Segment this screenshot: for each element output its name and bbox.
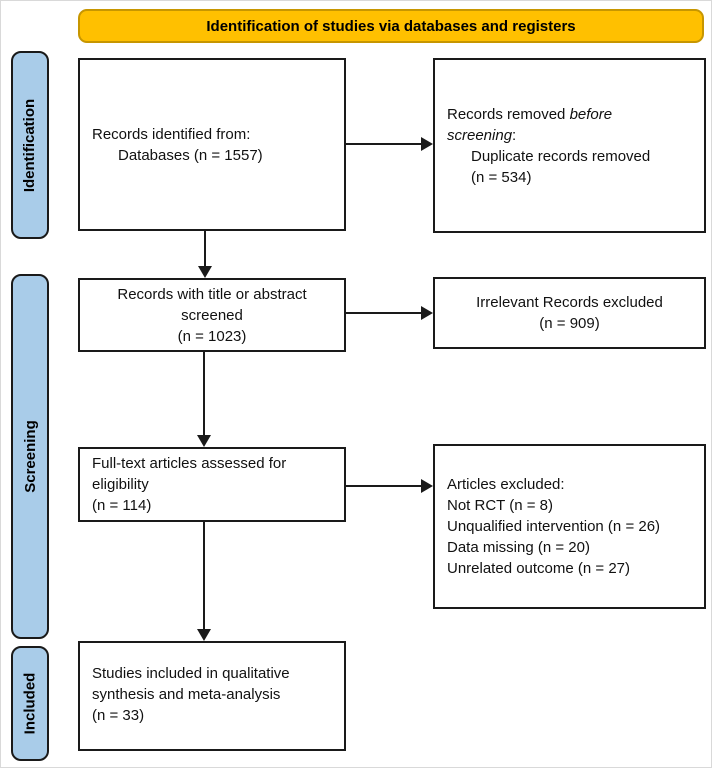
- records-removed-line2: screening:: [447, 126, 517, 144]
- arrow-right-head-icon: [421, 137, 433, 151]
- fulltext-assessed-line3: (n = 114): [92, 497, 152, 514]
- records-removed-italic2: screening: [447, 126, 513, 144]
- diagram-title-banner: Identification of studies via databases …: [78, 9, 704, 43]
- studies-included-line1: Studies included in qualitative: [92, 665, 290, 682]
- diagram-title: Identification of studies via databases …: [206, 17, 576, 35]
- arrow-identified-to-removed: [346, 137, 433, 151]
- arrow-line: [204, 231, 206, 269]
- box-records-removed: Records removed before screening: Duplic…: [433, 58, 706, 233]
- arrow-line: [203, 352, 205, 438]
- arrow-fulltext-to-included: [197, 522, 211, 641]
- stage-label-included-text: Included: [21, 672, 39, 735]
- arrow-identified-to-screened: [198, 231, 212, 278]
- studies-included-line2: synthesis and meta-analysis: [92, 686, 281, 703]
- box-irrelevant-excluded: Irrelevant Records excluded (n = 909): [433, 277, 706, 349]
- box-fulltext-assessed: Full-text articles assessed for eligibil…: [78, 447, 346, 522]
- arrow-line: [346, 485, 424, 487]
- stage-label-screening: Screening: [11, 274, 49, 639]
- articles-excluded-item: Not RCT (n = 8): [447, 497, 554, 514]
- box-records-identified: Records identified from: Databases (n = …: [78, 58, 346, 231]
- fulltext-assessed-line1: Full-text articles assessed for: [92, 455, 287, 472]
- articles-excluded-item: Unrelated outcome (n = 27): [447, 560, 631, 577]
- arrow-down-head-icon: [197, 629, 211, 641]
- box-articles-excluded: Articles excluded: Not RCT (n = 8) Unqua…: [433, 444, 706, 609]
- records-screened-line3: (n = 1023): [177, 327, 247, 345]
- articles-excluded-item: Unqualified intervention (n = 26): [447, 518, 661, 535]
- records-identified-line2: Databases (n = 1557): [118, 146, 263, 164]
- arrow-right-head-icon: [421, 479, 433, 493]
- arrow-line: [346, 312, 424, 314]
- box-studies-included: Studies included in qualitative synthesi…: [78, 641, 346, 751]
- arrow-down-head-icon: [197, 435, 211, 447]
- records-screened-line1: Records with title or abstract: [117, 285, 307, 303]
- records-removed-italic1: before: [569, 105, 613, 123]
- arrow-fulltext-to-excluded: [346, 479, 433, 493]
- stage-label-screening-text: Screening: [21, 420, 39, 493]
- records-removed-detail2: (n = 534): [471, 168, 532, 186]
- arrow-right-head-icon: [421, 306, 433, 320]
- records-removed-detail1: Duplicate records removed: [471, 147, 651, 165]
- arrow-screened-to-fulltext: [197, 352, 211, 447]
- stage-label-identification-text: Identification: [21, 98, 39, 192]
- articles-excluded-title: Articles excluded:: [447, 476, 565, 493]
- arrow-line: [346, 143, 424, 145]
- arrow-screened-to-irrelevant: [346, 306, 433, 320]
- stage-label-included: Included: [11, 646, 49, 761]
- stage-label-identification: Identification: [11, 51, 49, 239]
- irrelevant-excluded-line2: (n = 909): [539, 315, 600, 332]
- records-screened-line2: screened: [181, 306, 243, 324]
- studies-included-line3: (n = 33): [92, 707, 145, 724]
- arrow-line: [203, 522, 205, 632]
- box-records-screened: Records with title or abstract screened …: [78, 278, 346, 352]
- records-removed-line1: Records removed before: [447, 105, 613, 123]
- arrow-down-head-icon: [198, 266, 212, 278]
- records-identified-line1: Records identified from:: [92, 125, 251, 143]
- fulltext-assessed-line2: eligibility: [92, 476, 149, 493]
- irrelevant-excluded-line1: Irrelevant Records excluded: [476, 294, 663, 311]
- articles-excluded-item: Data missing (n = 20): [447, 539, 590, 556]
